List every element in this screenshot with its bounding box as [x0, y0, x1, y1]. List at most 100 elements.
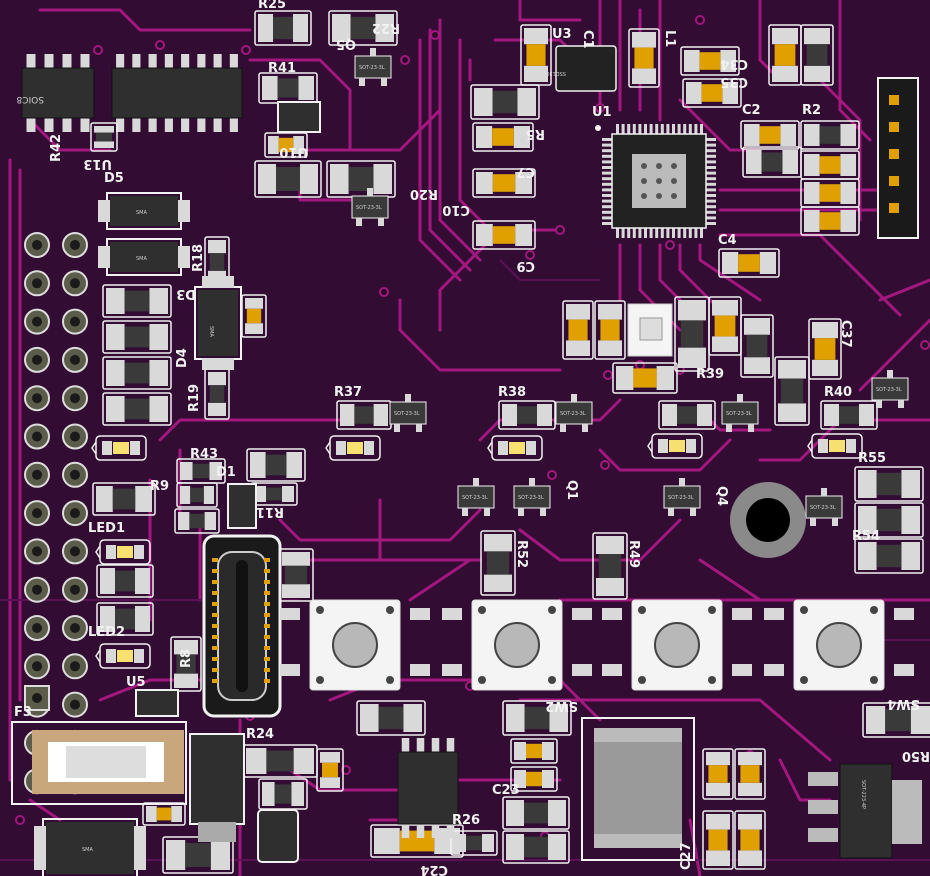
r20 — [326, 160, 396, 198]
header-pin[interactable] — [62, 500, 88, 527]
c-ind4 — [734, 810, 766, 870]
header-pin[interactable] — [24, 461, 50, 488]
button-sw2[interactable] — [442, 599, 592, 691]
d1-diode — [227, 483, 257, 529]
soic8-chip: SOIC8 — [16, 54, 95, 132]
silk-sw2: SW2 — [545, 698, 578, 713]
q-led2: SOT-23-3L — [555, 394, 593, 432]
r-left-top — [254, 160, 322, 198]
r26 — [450, 830, 498, 856]
r42 — [90, 122, 118, 152]
c2 — [740, 120, 800, 150]
q-led1: SOT-23-3L — [389, 394, 427, 432]
header-pin[interactable] — [24, 346, 50, 373]
header-pin[interactable] — [62, 232, 88, 258]
r-sw1 — [356, 700, 426, 736]
r5-top — [470, 84, 540, 120]
r-conn — [278, 548, 314, 602]
header-pin[interactable] — [24, 538, 50, 565]
silk-r40: R40 — [824, 385, 852, 400]
silk-u3: U3 — [552, 27, 572, 42]
silk-r55: R55 — [858, 451, 886, 466]
silk-r22: R22 — [372, 20, 400, 35]
c-r5 — [472, 122, 534, 152]
header-pin[interactable] — [24, 500, 50, 527]
silk-r38: R38 — [498, 385, 526, 400]
header-pin[interactable] — [24, 308, 50, 335]
c-u3-left — [520, 24, 552, 86]
fuse-f3 — [11, 721, 187, 805]
r9 — [92, 482, 156, 516]
silk-q1: Q1 — [564, 480, 579, 500]
mcu-chip — [595, 124, 716, 238]
r43 — [176, 458, 226, 484]
d5: SMA — [98, 192, 190, 230]
silk-u5: U5 — [126, 675, 146, 690]
header-pin[interactable] — [24, 232, 50, 258]
header-pin[interactable] — [62, 346, 88, 373]
silk-r41: R41 — [268, 61, 296, 76]
q-led2-pkg-label: SOT-23-3L — [560, 411, 586, 417]
header-pin[interactable] — [24, 653, 50, 680]
silk-f3: F3 — [14, 705, 32, 720]
led-r40 — [807, 433, 863, 459]
header-pin[interactable] — [62, 538, 88, 565]
power-inductor — [581, 717, 695, 861]
silk-u13: U13 — [83, 156, 112, 171]
c-oled2 — [594, 300, 626, 360]
led2 — [95, 643, 151, 669]
d4: SMA — [194, 276, 242, 370]
header-pin[interactable] — [24, 423, 50, 450]
header-pin[interactable] — [62, 461, 88, 488]
d-bottom-pkg-label: SMA — [82, 847, 93, 853]
u-bottom-regulator — [189, 733, 245, 842]
silk-d5: D5 — [104, 171, 124, 186]
header-pin[interactable] — [62, 385, 88, 412]
header-pin[interactable] — [62, 423, 88, 450]
r-sw4 — [862, 702, 930, 738]
header-pin[interactable] — [24, 576, 50, 603]
header-pin[interactable] — [24, 615, 50, 641]
header-pin[interactable] — [24, 270, 50, 297]
r-mid2 — [502, 796, 570, 830]
button-3[interactable] — [602, 599, 752, 691]
led-d5 — [91, 435, 147, 461]
q-led3-pkg-label: SOT-23-3L — [726, 411, 752, 417]
led-r39 — [647, 433, 703, 459]
silk-u1: U1 — [592, 105, 612, 120]
silk-c23: C23 — [492, 783, 520, 798]
header-pin[interactable] — [62, 270, 88, 297]
silk-u10: U10 — [279, 144, 308, 159]
header-pin[interactable] — [62, 615, 88, 641]
d4-pkg-label: SMA — [208, 326, 214, 337]
silk-c24: C24 — [420, 862, 448, 876]
header-pin[interactable] — [62, 653, 88, 680]
silk-d1: D1 — [216, 465, 236, 480]
silk-r20: R20 — [410, 186, 438, 201]
r-q1 — [854, 502, 924, 538]
q-led4: SOT-23-3L — [871, 370, 909, 408]
q-led3: SOT-23-3L — [721, 394, 759, 432]
connector-header-right[interactable] — [877, 77, 919, 239]
silk-c27: C27 — [679, 842, 694, 870]
button-1[interactable] — [280, 599, 430, 691]
header-pin[interactable] — [62, 308, 88, 335]
header-pin[interactable] — [62, 576, 88, 603]
header-pin[interactable] — [24, 385, 50, 412]
header-pin[interactable] — [62, 691, 88, 718]
silk-c10: C10 — [442, 202, 470, 217]
silk-r49: R49 — [626, 540, 641, 568]
u3-chip: SSD1306 — [543, 45, 617, 92]
q3-pkg-label: SOT-23-3L — [810, 505, 836, 511]
c8 — [800, 150, 860, 180]
usb-c-connector[interactable] — [202, 534, 282, 718]
r-led2 — [96, 602, 154, 636]
d-bottom: SMA — [34, 818, 146, 876]
regulator-pkg-label: SOT-223-4P — [860, 780, 866, 809]
button-sw4[interactable] — [764, 599, 914, 691]
silk-r2: R2 — [802, 103, 821, 118]
r-mid3 — [502, 830, 570, 864]
silk-r52: R52 — [514, 540, 529, 568]
